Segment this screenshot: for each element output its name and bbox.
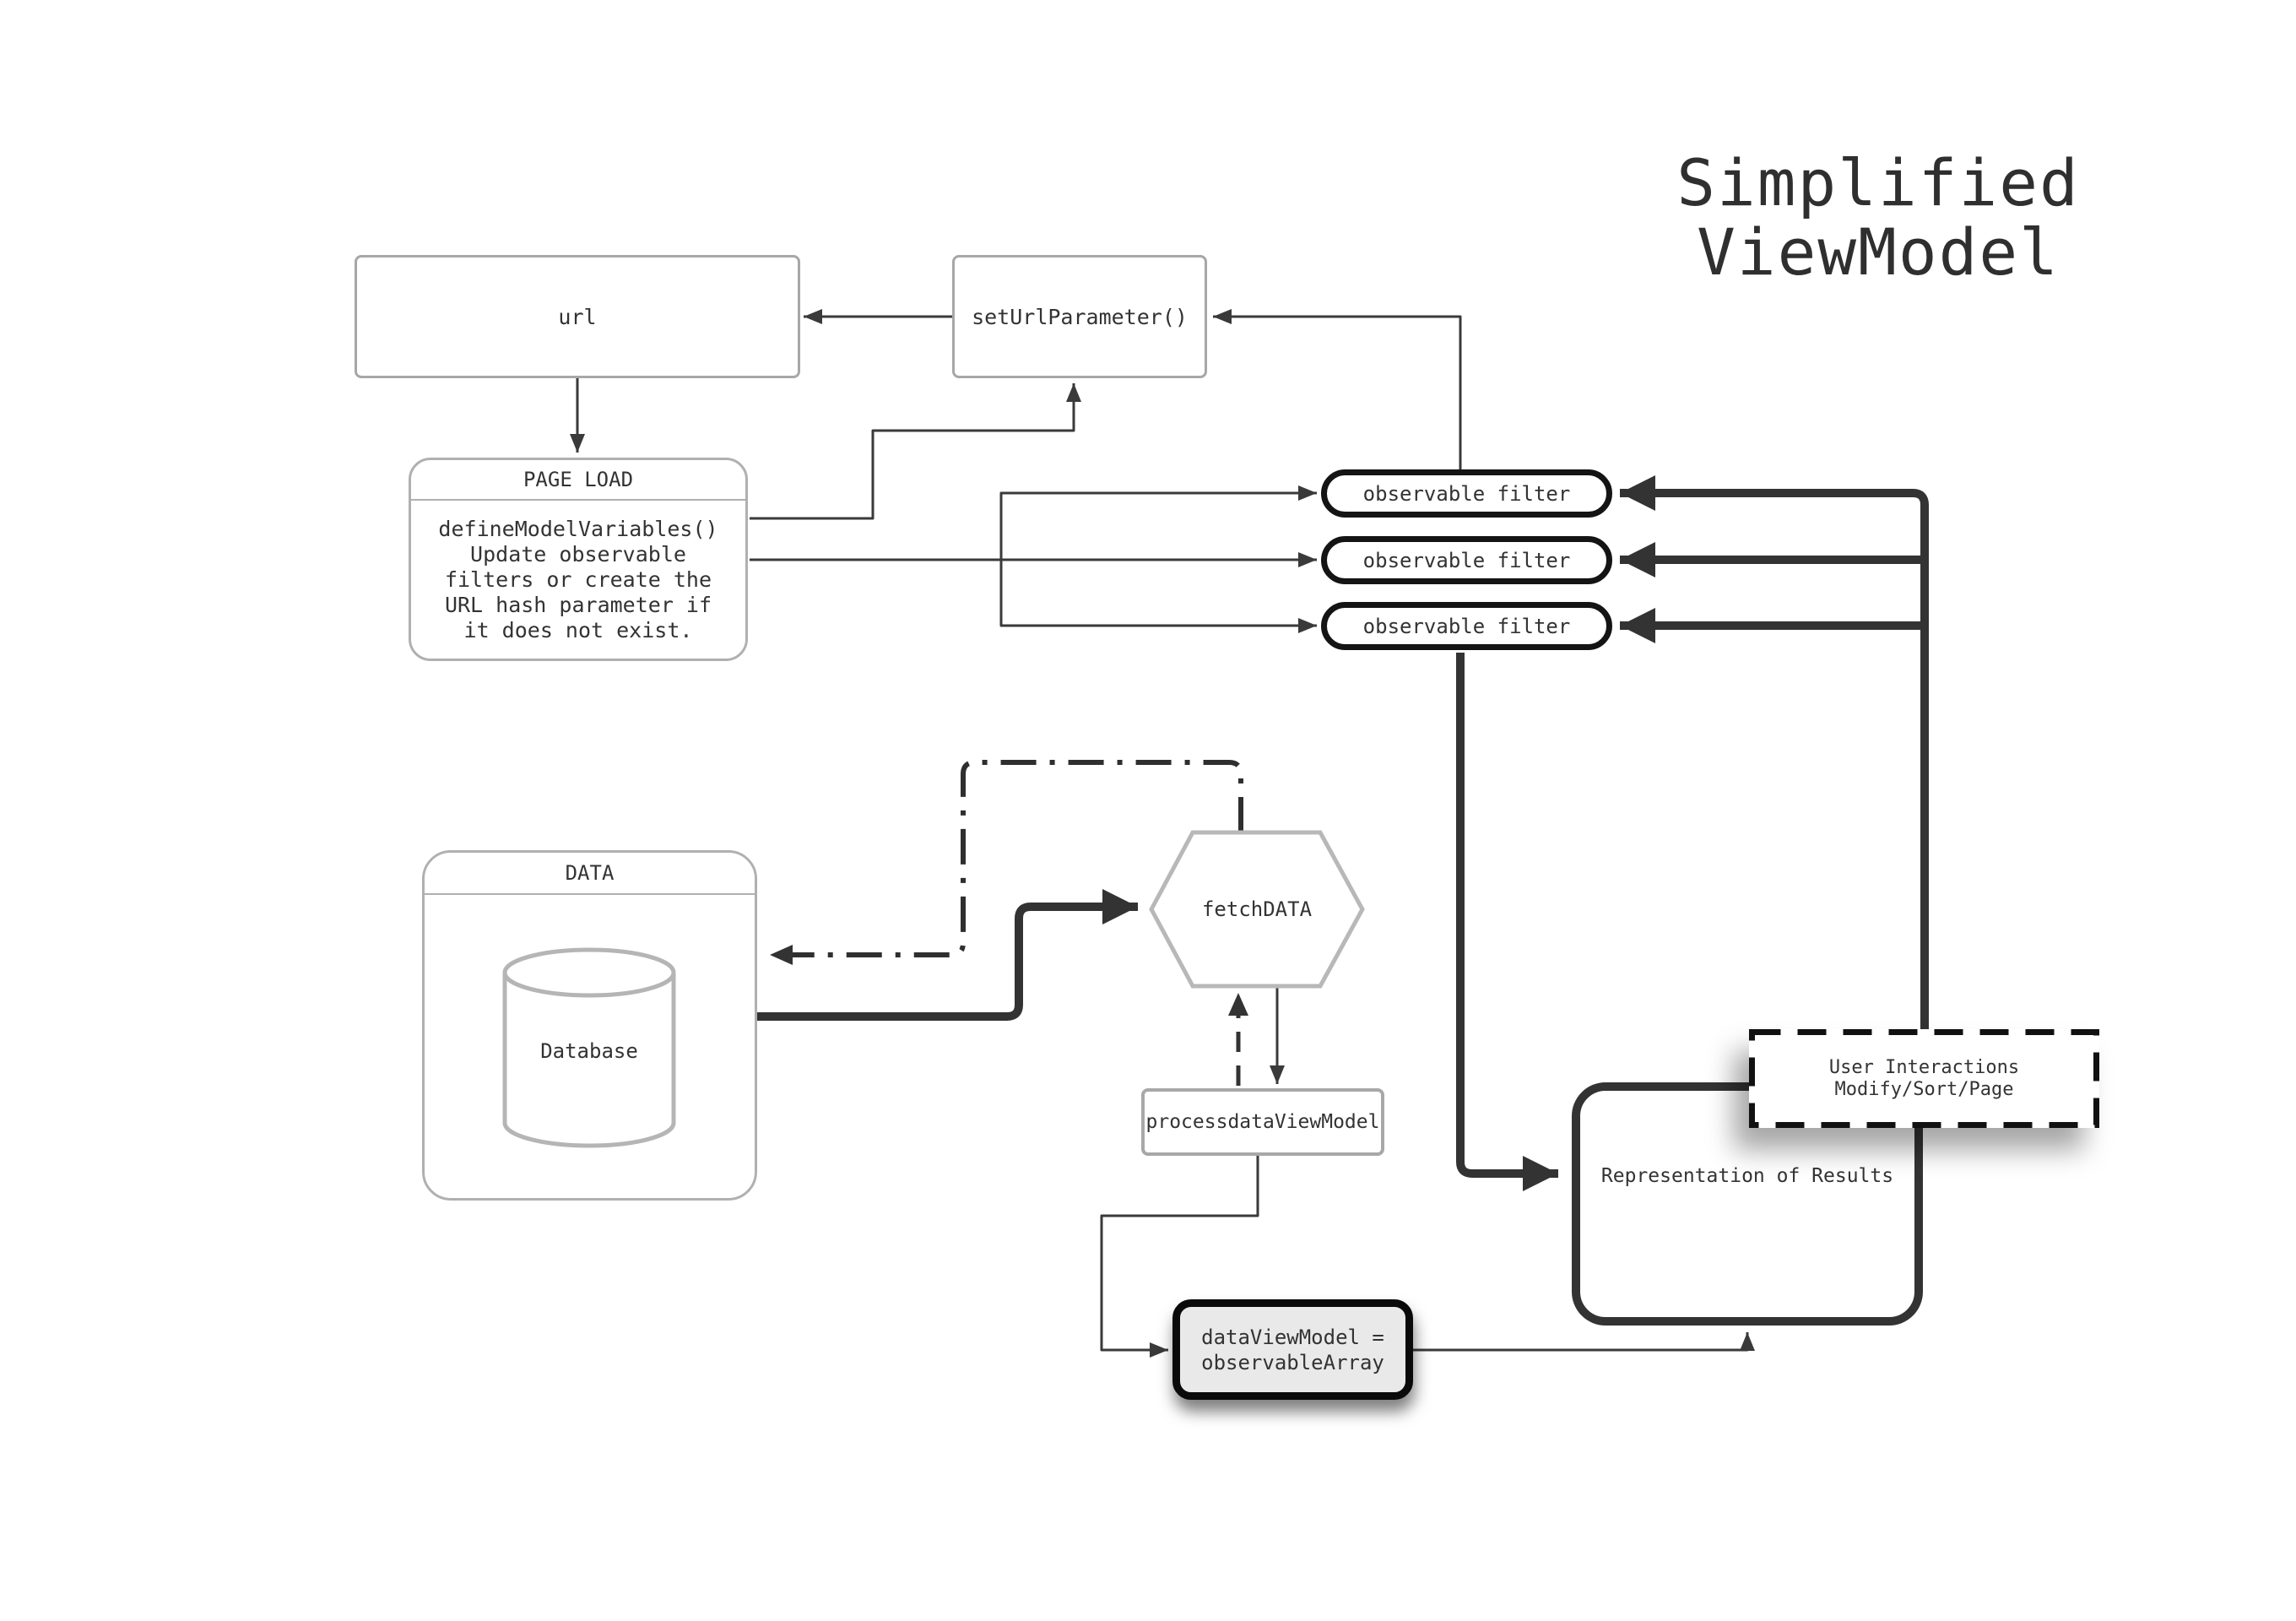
arrow-branch-to-filter1 [999, 485, 1317, 560]
arrow-database-to-fetch [757, 889, 1138, 1021]
page-load-body: defineModelVariables() Update observable… [438, 516, 718, 642]
arrow-process-to-dvm [1100, 1156, 1259, 1358]
page-load-node: PAGE LOAD defineModelVariables() Update … [409, 458, 748, 661]
data-view-model-node: dataViewModel = observableArray [1172, 1299, 1413, 1400]
arrow-filter3-to-representation [1456, 653, 1558, 1191]
data-store-header: DATA [425, 853, 755, 895]
observable-filter-3-label: observable filter [1362, 614, 1571, 638]
user-interactions-label: User Interactions Modify/Sort/Page [1828, 1056, 2020, 1100]
set-url-parameter-node: setUrlParameter() [952, 255, 1207, 378]
observable-filter-1: observable filter [1321, 469, 1612, 518]
arrow-branch-to-filter3 [999, 560, 1317, 633]
observable-filter-2: observable filter [1321, 536, 1612, 584]
database-cylinder [502, 947, 676, 1148]
set-url-parameter-label: setUrlParameter() [972, 304, 1188, 329]
process-data-view-model-label: processdataViewModel [1145, 1111, 1380, 1133]
arrow-fetch-to-data-dashdot [770, 760, 1243, 965]
observable-filter-1-label: observable filter [1362, 481, 1571, 506]
arrow-pageload-to-seturl [750, 383, 1081, 520]
user-interactions-node: User Interactions Modify/Sort/Page [1749, 1029, 2099, 1128]
observable-filter-3: observable filter [1321, 602, 1612, 650]
fetchdata-hexagon [1149, 830, 1365, 989]
representation-label: Representation of Results [1600, 1165, 1894, 1187]
data-store-node: DATA [422, 850, 757, 1201]
url-label: url [558, 304, 597, 329]
fetchdata-label: fetchDATA [1201, 897, 1313, 921]
observable-filter-2-label: observable filter [1362, 548, 1571, 572]
process-data-view-model-node: processdataViewModel [1141, 1088, 1384, 1156]
page-title: Simplified ViewModel [1676, 145, 2080, 290]
page-load-header: PAGE LOAD [411, 460, 745, 501]
database-label: Database [540, 1039, 638, 1063]
spine-ui-to-filter1 [1620, 475, 1929, 1029]
url-node: url [355, 255, 800, 378]
arrow-dvm-to-representation [1413, 1332, 1755, 1352]
arrow-filter1-to-seturl [1213, 309, 1462, 469]
